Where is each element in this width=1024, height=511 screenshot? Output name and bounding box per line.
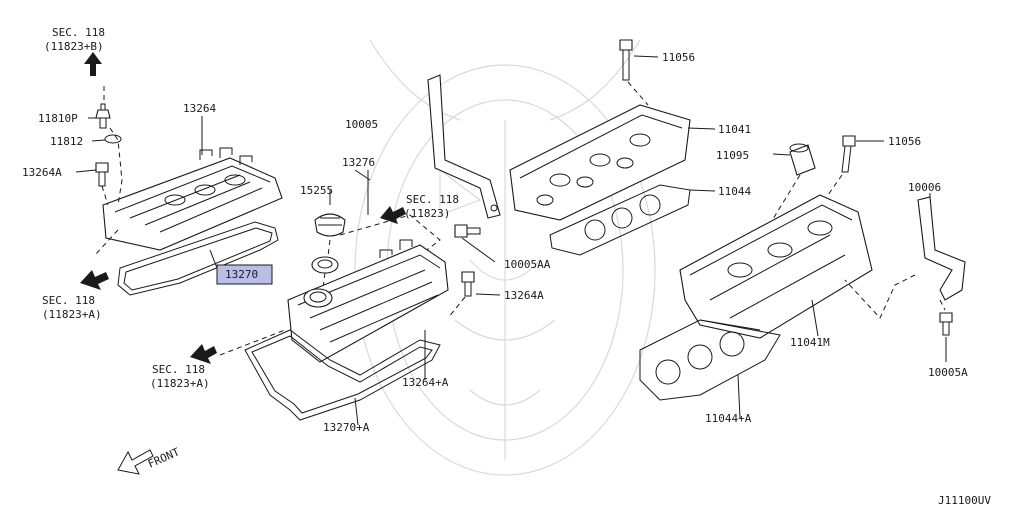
bolt-13264a-right[interactable]: [461, 271, 475, 297]
label-sec118-center-ref[interactable]: (11823): [404, 207, 450, 220]
label-13264[interactable]: 13264: [183, 102, 216, 115]
front-arrow-icon: [117, 449, 154, 475]
bolt-10005aa[interactable]: [454, 224, 481, 238]
dowel-11095[interactable]: [789, 143, 816, 176]
valve-cover-13264[interactable]: [102, 147, 283, 251]
bracket-10006[interactable]: [917, 196, 966, 301]
o-ring-11812[interactable]: [104, 134, 122, 144]
label-sec118-b[interactable]: SEC. 118: [52, 26, 105, 39]
label-sec118-a-left-ref[interactable]: (11823+A): [42, 308, 102, 321]
label-sec118-b-ref[interactable]: (11823+B): [44, 40, 104, 53]
bolt-11056-top[interactable]: [619, 39, 633, 81]
bolt-13264a-left[interactable]: [95, 162, 109, 187]
label-10005aa[interactable]: 10005AA: [504, 258, 551, 271]
highlight-13270: [216, 264, 273, 285]
label-11056-top[interactable]: 11056: [662, 51, 695, 64]
head-gasket-11044[interactable]: [549, 184, 691, 256]
label-13270[interactable]: 13270: [225, 268, 258, 281]
label-11044-plus-a[interactable]: 11044+A: [705, 412, 752, 425]
label-11044[interactable]: 11044: [718, 185, 751, 198]
diagram-code: J11100UV: [938, 494, 991, 507]
watermark-emblem: [354, 39, 656, 476]
bolt-11056-right[interactable]: [841, 135, 856, 173]
label-11095[interactable]: 11095: [716, 149, 749, 162]
label-sec118-a-left[interactable]: SEC. 118: [42, 294, 95, 307]
label-sec118-a-center[interactable]: SEC. 118: [152, 363, 205, 376]
label-sec118-a-center-ref[interactable]: (11823+A): [150, 377, 210, 390]
label-13264-plus-a[interactable]: 13264+A: [402, 376, 449, 389]
label-10005[interactable]: 10005: [345, 118, 378, 131]
label-11041m[interactable]: 11041M: [790, 336, 830, 349]
label-15255[interactable]: 15255: [300, 184, 333, 197]
label-front: FRONT: [146, 445, 182, 470]
label-11812[interactable]: 11812: [50, 135, 83, 148]
label-group: SEC. 118 (11823+B) 11810P 11812 13264A 1…: [22, 26, 991, 507]
arrow-sec118-center: [380, 206, 406, 224]
cylinder-head-11041m[interactable]: [679, 194, 873, 339]
label-sec118-center[interactable]: SEC. 118: [406, 193, 459, 206]
bolt-10005a[interactable]: [939, 312, 953, 336]
oil-filler-cap-15255[interactable]: [314, 213, 346, 237]
label-13264a-right[interactable]: 13264A: [504, 289, 544, 302]
label-11056-right[interactable]: 11056: [888, 135, 921, 148]
arrow-sec118-a-center: [190, 344, 217, 364]
label-11810p[interactable]: 11810P: [38, 112, 78, 125]
label-13270-plus-a[interactable]: 13270+A: [323, 421, 370, 434]
arrow-sec118-b: [84, 52, 102, 76]
gasket-13270[interactable]: [117, 221, 279, 296]
pcv-valve-11810p[interactable]: [95, 103, 111, 129]
label-13276[interactable]: 13276: [342, 156, 375, 169]
label-13264a-left[interactable]: 13264A: [22, 166, 62, 179]
label-11041[interactable]: 11041: [718, 123, 751, 136]
valve-cover-13264-plus-a[interactable]: [287, 239, 449, 363]
arrow-sec118-a-left: [80, 270, 109, 290]
label-10006[interactable]: 10006: [908, 181, 941, 194]
bracket-10005[interactable]: [427, 74, 501, 219]
label-10005a[interactable]: 10005A: [928, 366, 968, 379]
seal-13276[interactable]: [311, 256, 339, 274]
head-gasket-11044-plus-a[interactable]: [639, 319, 781, 401]
gasket-13270-plus-a[interactable]: [244, 329, 441, 421]
cylinder-head-11041[interactable]: [509, 104, 691, 221]
